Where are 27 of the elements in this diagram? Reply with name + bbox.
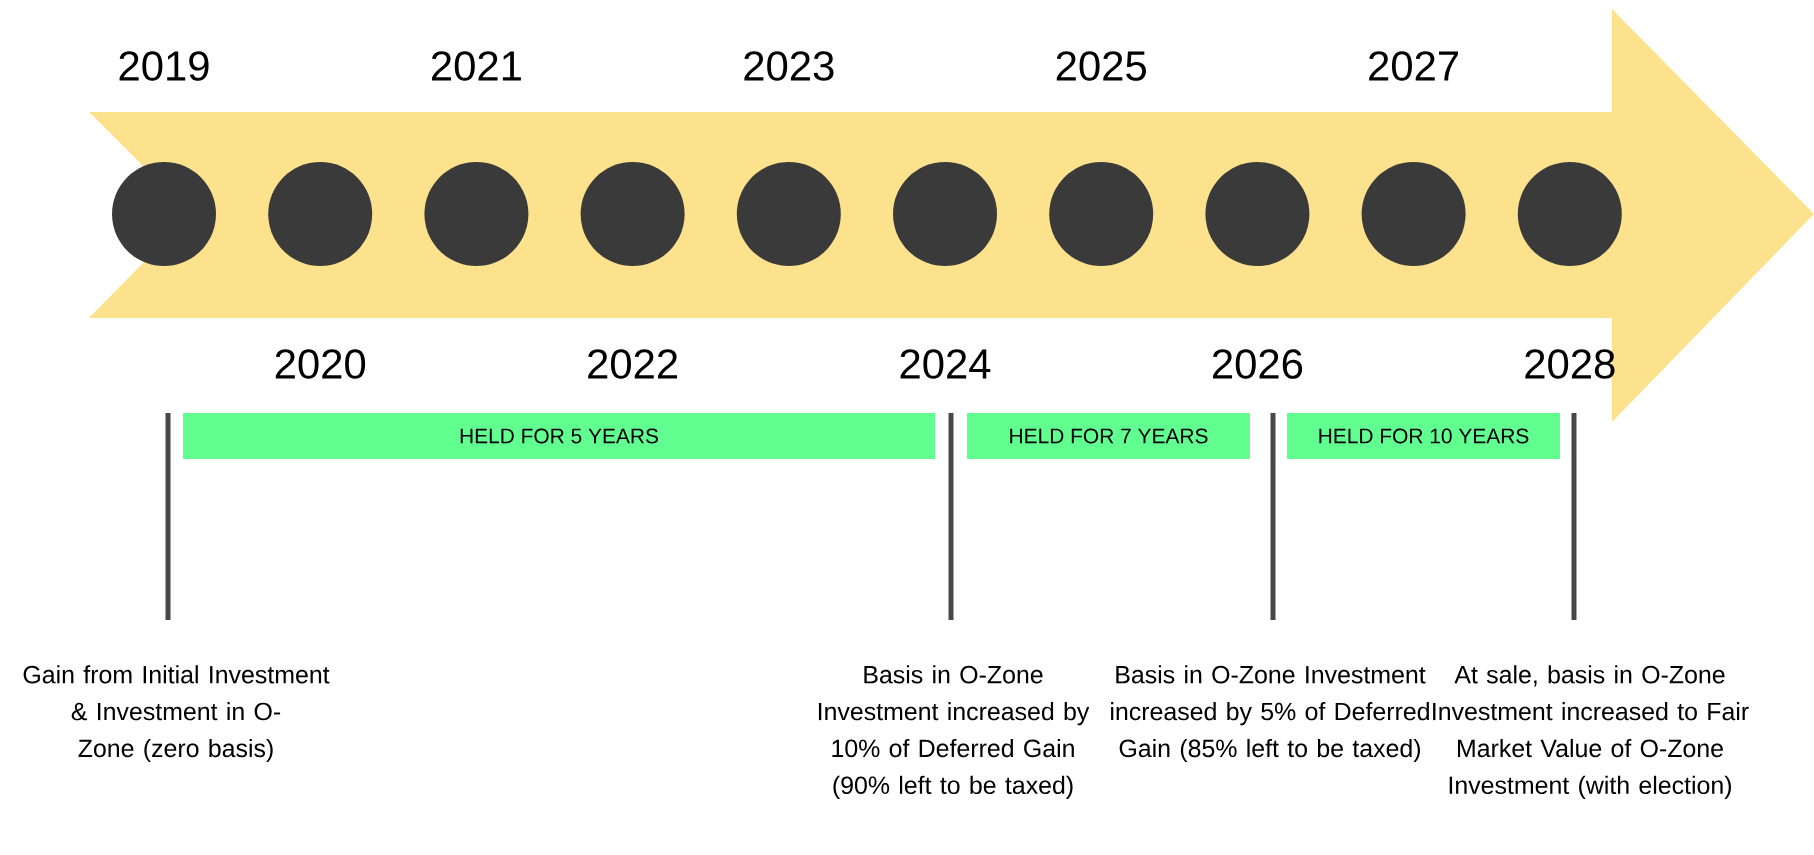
year-label: 2027 (1369, 51, 1459, 81)
year-label: 2021 (432, 51, 521, 81)
timeline-dot (112, 162, 216, 266)
timeline-dot (580, 162, 685, 266)
timeline-dot (1049, 162, 1154, 266)
period-bar: HELD FOR 5 YEARS (183, 413, 935, 459)
period-bar: HELD FOR 10 YEARS (1287, 413, 1560, 459)
year-label: 2020 (275, 349, 366, 379)
year-label: 2023 (744, 51, 834, 81)
timeline-dot (424, 162, 529, 266)
timeline-dot (1205, 162, 1310, 266)
milestone-note: Basis in O-Zone Investment increased by 5% of Deferred Gain (85% left to be taxed) (1111, 665, 1429, 763)
milestone-note: Basis in O-Zone Investment increased by 10% of Deferred Gain (90% left to be taxed) (818, 665, 1090, 799)
year-label: 2025 (1056, 51, 1146, 81)
timeline-dot (1361, 162, 1466, 266)
period-bar: HELD FOR 7 YEARS (967, 413, 1250, 459)
milestone-note: At sale, basis in O-Zone Investment increased to Fair Market Value of O-Zone Investment (with election) (1433, 665, 1749, 799)
year-label: 2028 (1525, 349, 1615, 379)
year-label: 2019 (119, 51, 209, 81)
year-label: 2022 (588, 349, 678, 379)
timeline-dot (736, 162, 841, 266)
timeline-dot (1517, 162, 1622, 266)
milestone-note: Gain from Initial Investment & Investment in O-Zone (zero basis) (23, 665, 330, 763)
timeline-dot (268, 162, 373, 266)
year-label: 2026 (1213, 349, 1303, 379)
year-label: 2024 (900, 349, 991, 379)
timeline-dot (893, 162, 997, 266)
